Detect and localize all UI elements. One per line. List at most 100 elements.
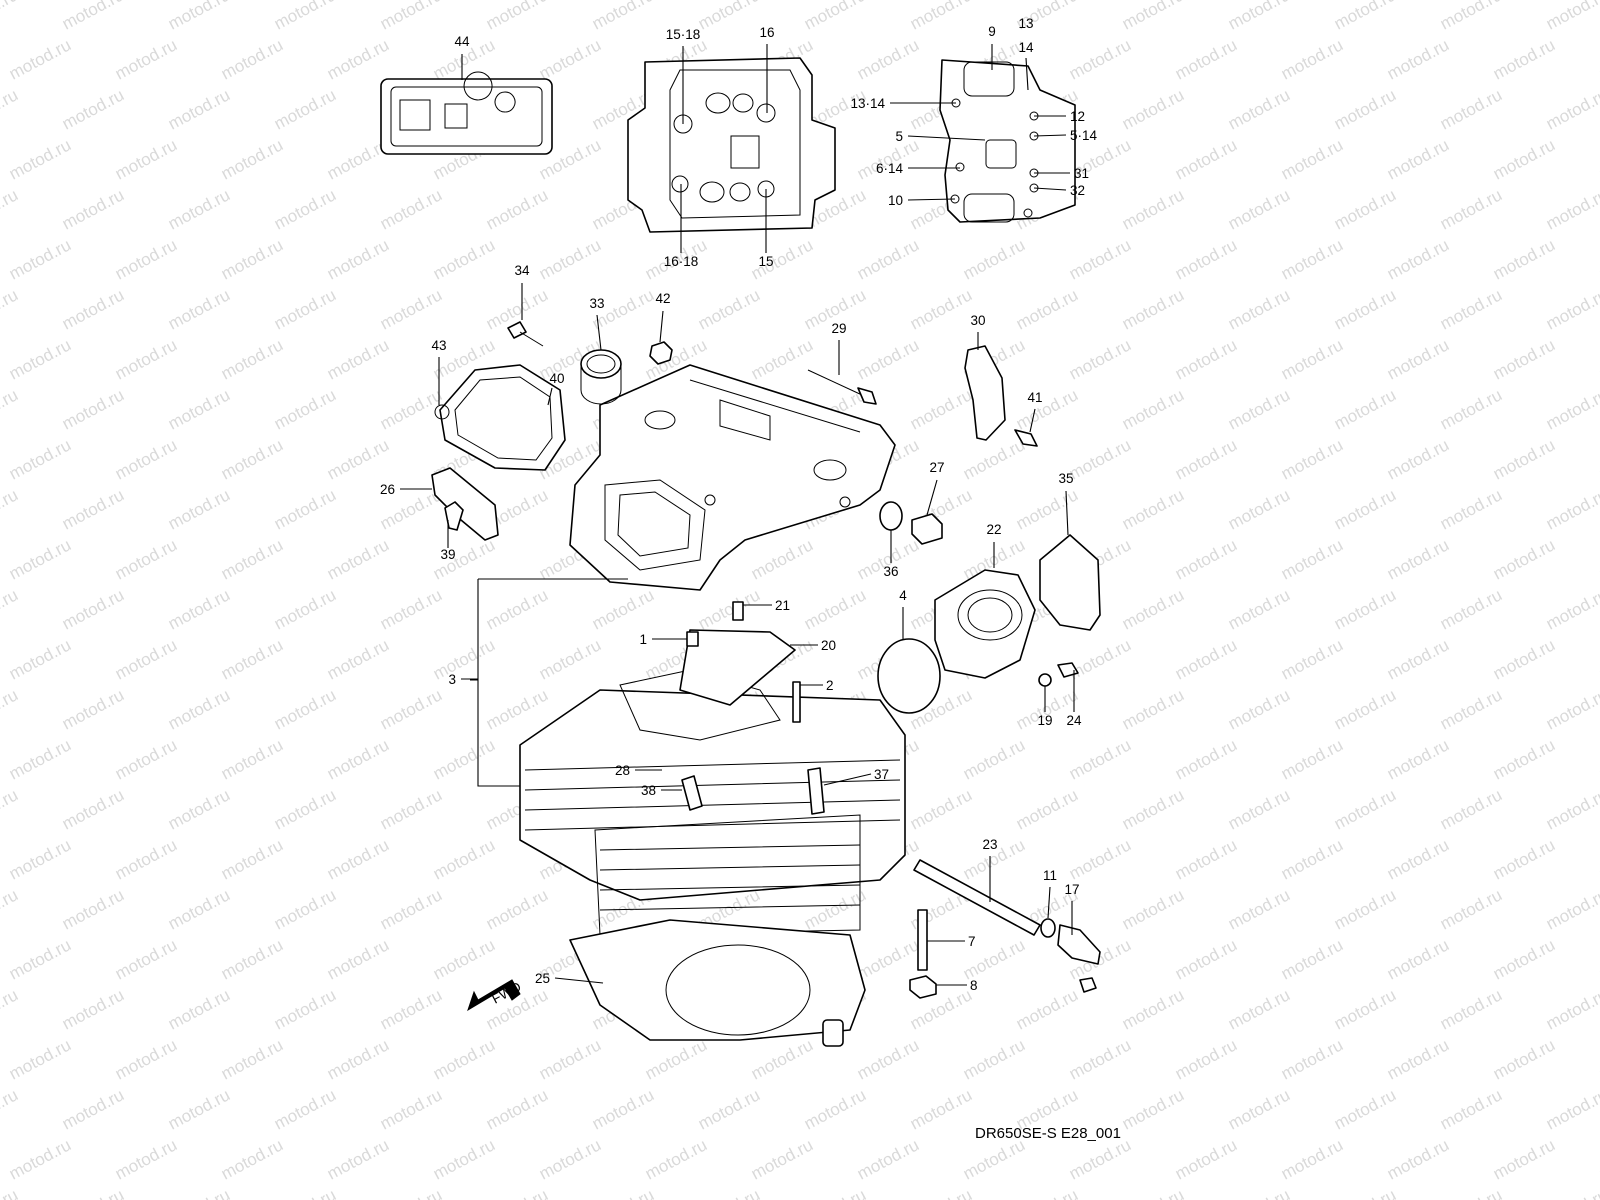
watermark-text: motod.ru [218, 635, 286, 683]
part-25-bolt [1079, 977, 1097, 993]
watermark-text: motod.ru [271, 785, 339, 833]
callout-label: 14 [1018, 40, 1034, 55]
watermark-text: motod.ru [6, 335, 74, 383]
callout-label: 19 [1037, 713, 1052, 728]
watermark-text: motod.ru [1596, 535, 1600, 583]
leader-line [554, 977, 604, 984]
watermark-text: motod.ru [165, 85, 233, 133]
watermark-text: motod.ru [1119, 485, 1187, 533]
watermark-text: motod.ru [1278, 635, 1346, 683]
watermark-text: motod.ru [1331, 985, 1399, 1033]
watermark-text: motod.ru [112, 735, 180, 783]
watermark-text: motod.ru [1490, 435, 1558, 483]
watermark-text: motod.ru [377, 585, 445, 633]
callout-label: 41 [1027, 390, 1042, 405]
watermark-text: motod.ru [59, 385, 127, 433]
watermark-text: motod.ru [1225, 285, 1293, 333]
watermark-text: motod.ru [1119, 385, 1187, 433]
watermark-text: motod.ru [112, 635, 180, 683]
watermark-text: motod.ru [165, 0, 233, 34]
watermark-text: motod.ru [1225, 885, 1293, 933]
watermark-text: motod.ru [6, 135, 74, 183]
watermark-text: motod.ru [1596, 335, 1600, 383]
watermark-text: motod.ru [377, 285, 445, 333]
watermark-text: motod.ru [6, 1135, 74, 1183]
callout-label: 20 [821, 638, 836, 653]
watermark-text: motod.ru [165, 1185, 233, 1200]
watermark-text: motod.ru [1172, 235, 1240, 283]
part-31-bolt [507, 321, 544, 347]
watermark-text: motod.ru [218, 835, 286, 883]
watermark-text: motod.ru [1331, 685, 1399, 733]
watermark-text: motod.ru [1490, 235, 1558, 283]
watermark-text: motod.ru [1331, 1085, 1399, 1133]
leader-line [907, 135, 986, 141]
watermark-text: motod.ru [748, 535, 816, 583]
watermark-text: motod.ru [218, 135, 286, 183]
watermark-text: motod.ru [1278, 335, 1346, 383]
watermark-text: motod.ru [165, 785, 233, 833]
callout-label: 31 [1074, 166, 1089, 181]
watermark-text: motod.ru [377, 785, 445, 833]
watermark-text: motod.ru [59, 885, 127, 933]
watermark-text: motod.ru [6, 235, 74, 283]
watermark-text: motod.ru [0, 685, 21, 733]
watermark-text: motod.ru [960, 735, 1028, 783]
watermark-text: motod.ru [1066, 635, 1134, 683]
watermark-text: motod.ru [960, 1135, 1028, 1183]
watermark-text: motod.ru [271, 1185, 339, 1200]
watermark-text: motod.ru [377, 185, 445, 233]
watermark-text: motod.ru [1543, 685, 1600, 733]
watermark-text: motod.ru [1278, 535, 1346, 583]
leader-line [1047, 886, 1051, 919]
watermark-text: motod.ru [1225, 185, 1293, 233]
watermark-text: motod.ru [748, 1035, 816, 1083]
watermark-text: motod.ru [536, 235, 604, 283]
part-27-washer [879, 501, 903, 531]
part-35-intake-pipe [934, 569, 1036, 679]
watermark-text: motod.ru [1013, 485, 1081, 533]
watermark-text: motod.ru [271, 1085, 339, 1133]
watermark-text: motod.ru [1172, 935, 1240, 983]
watermark-text: motod.ru [271, 685, 339, 733]
watermark-text: motod.ru [960, 1035, 1028, 1083]
callout-label: 34 [514, 263, 530, 278]
callout-label: 27 [929, 460, 944, 475]
watermark-text: motod.ru [1596, 35, 1600, 83]
watermark-text: motod.ru [0, 385, 21, 433]
watermark-text: motod.ru [165, 485, 233, 533]
diagram-code: DR650SE-S E28_001 [975, 1125, 1121, 1142]
watermark-text: motod.ru [1066, 1035, 1134, 1083]
watermark-text: motod.ru [430, 835, 498, 883]
watermark-text: motod.ru [324, 35, 392, 83]
watermark-text: motod.ru [483, 685, 551, 733]
watermark-text: motod.ru [1172, 1035, 1240, 1083]
watermark-text: motod.ru [377, 385, 445, 433]
callout-label: 9 [988, 24, 996, 39]
watermark-text: motod.ru [1543, 585, 1600, 633]
watermark-text: motod.ru [112, 1135, 180, 1183]
watermark-text: motod.ru [536, 35, 604, 83]
watermark-text: motod.ru [907, 0, 975, 34]
watermark-text: motod.ru [854, 235, 922, 283]
watermark-text: motod.ru [801, 585, 869, 633]
watermark-text: motod.ru [1596, 735, 1600, 783]
watermark-text: motod.ru [271, 885, 339, 933]
watermark-text: motod.ru [1225, 85, 1293, 133]
callout-label: 13·14 [850, 96, 885, 111]
watermark-text: motod.ru [1543, 1085, 1600, 1133]
watermark-text: motod.ru [377, 985, 445, 1033]
watermark-text: motod.ru [801, 0, 869, 34]
part-23-fitting [1057, 924, 1101, 965]
watermark-text: motod.ru [112, 35, 180, 83]
watermark-text: motod.ru [1543, 385, 1600, 433]
part-33-bolt [807, 369, 877, 405]
watermark-text: motod.ru [1278, 235, 1346, 283]
callout-label: 21 [775, 598, 790, 613]
watermark-text: motod.ru [112, 835, 180, 883]
watermark-text: motod.ru [218, 1035, 286, 1083]
watermark-text: motod.ru [0, 785, 21, 833]
watermark-text: motod.ru [324, 235, 392, 283]
watermark-text: motod.ru [271, 985, 339, 1033]
watermark-text: motod.ru [1331, 85, 1399, 133]
